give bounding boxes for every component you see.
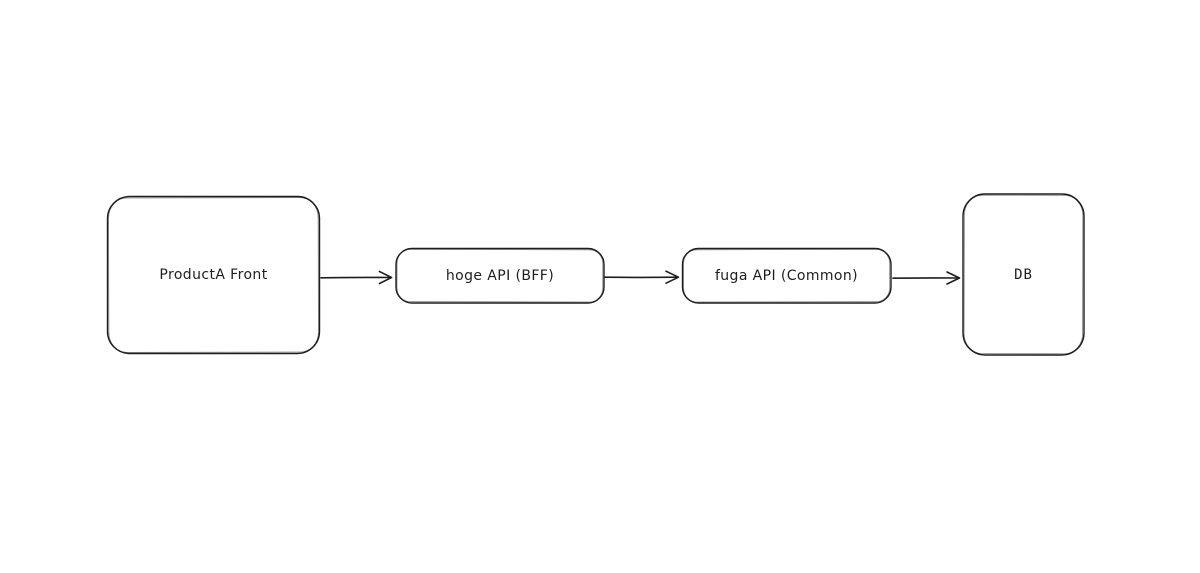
fuga-api-rect bbox=[681, 247, 892, 304]
arrow-fuga-to-db-head bbox=[946, 271, 961, 285]
node-db-shape bbox=[962, 193, 1085, 356]
node-producta-front-shape bbox=[106, 195, 321, 355]
db-rect-sketch-stroke bbox=[963, 194, 1084, 355]
arrow-producta-to-hoge-head bbox=[378, 270, 393, 285]
hoge-api-rect bbox=[395, 247, 605, 304]
arrow-hoge-to-fuga bbox=[604, 270, 680, 284]
arrow-fuga-to-db bbox=[892, 271, 961, 285]
arrow-hoge-to-fuga-head bbox=[665, 270, 680, 284]
producta-front-rect-sketch-stroke bbox=[108, 197, 319, 353]
arrow-producta-to-hoge bbox=[320, 270, 393, 285]
node-fuga-api-shape bbox=[681, 247, 892, 304]
fuga-api-rect-sketch-stroke bbox=[683, 249, 891, 303]
producta-front-rect bbox=[106, 195, 321, 355]
hoge-api-rect-sketch-stroke bbox=[396, 249, 604, 303]
node-hoge-api-shape bbox=[395, 247, 605, 304]
db-rect bbox=[962, 193, 1085, 356]
